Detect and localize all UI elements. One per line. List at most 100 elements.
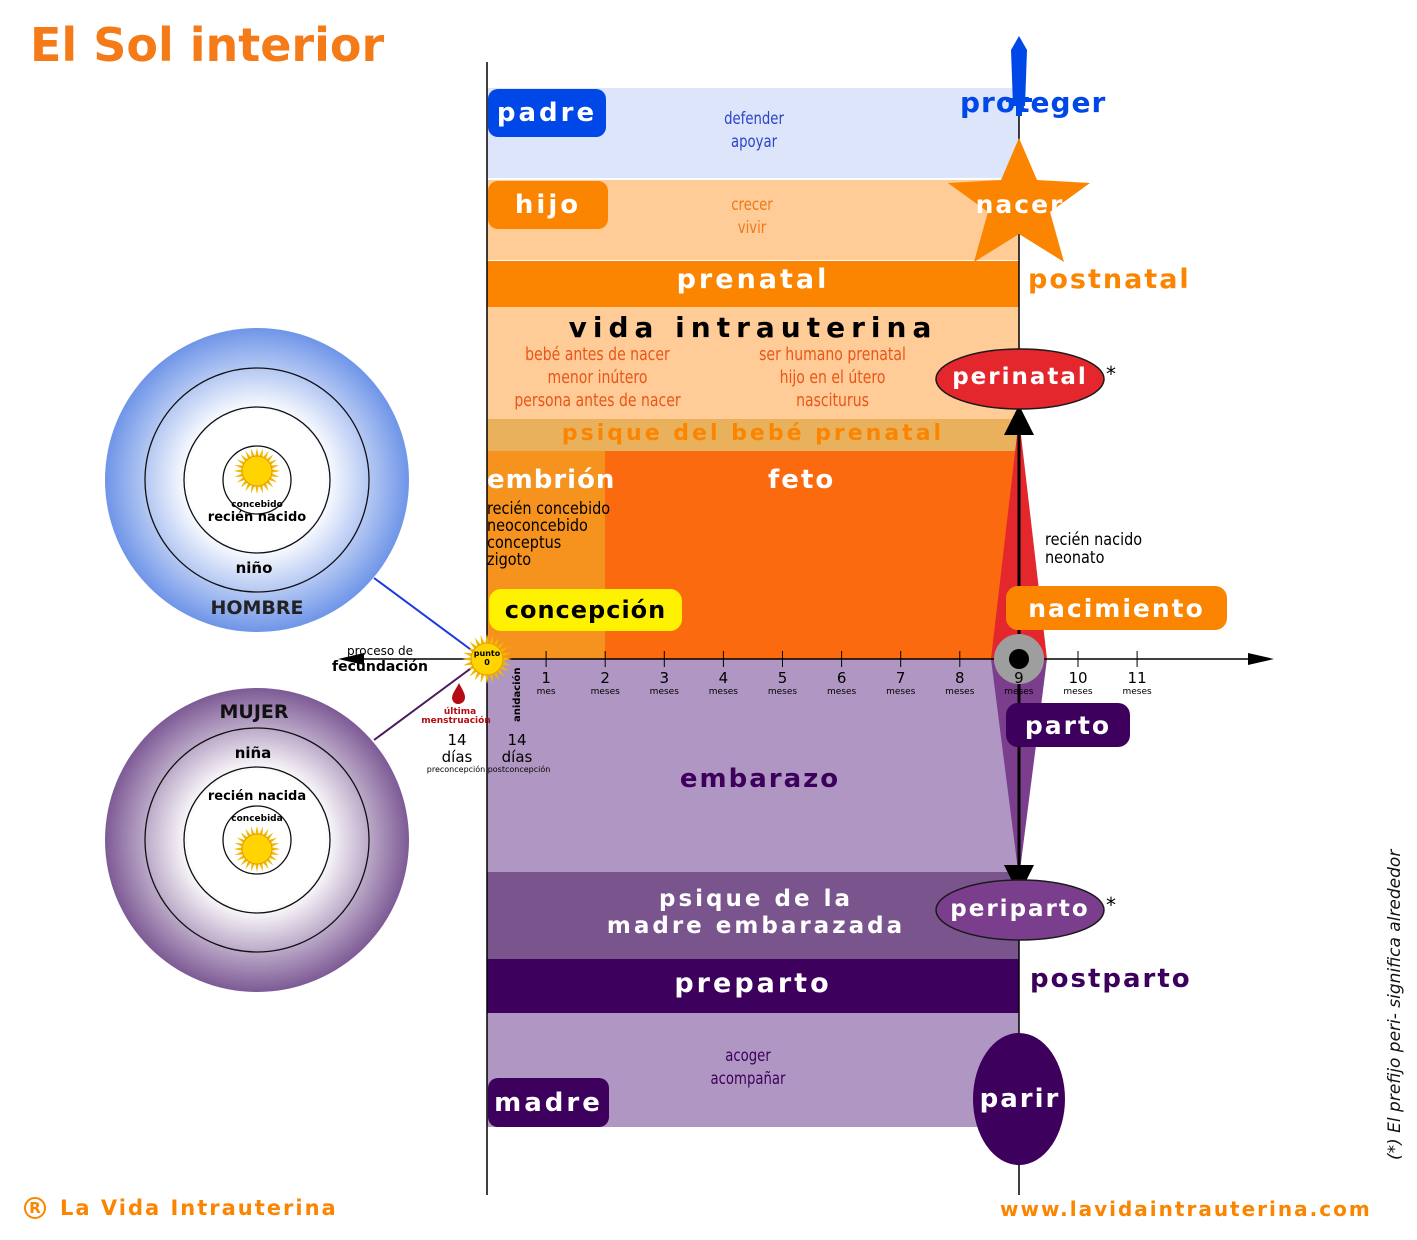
sun-core [241, 833, 273, 865]
month-unit: meses [591, 687, 621, 697]
month-unit: meses [886, 687, 916, 697]
sun-core [470, 642, 504, 676]
month-unit: meses [1122, 687, 1152, 697]
mother-verb-1: acoger [725, 1046, 771, 1066]
vida-right-terms: ser humano prenatal hijo en el útero nas… [715, 343, 950, 412]
mujer-circle [105, 688, 409, 992]
nacimiento-pill: nacimiento [1006, 586, 1227, 630]
sun-ray [233, 469, 243, 473]
sword-icon [1006, 36, 1032, 116]
blood-drop-icon [452, 683, 466, 704]
hombre-concebido-label: concebido [231, 500, 283, 510]
sun-ray [270, 850, 280, 856]
axis-arrow-right [1248, 653, 1274, 665]
month-unit: meses [768, 687, 798, 697]
month-number: 4 [719, 669, 729, 687]
sun-ray [255, 863, 259, 873]
psique-bebe-label: psique del bebé prenatal [561, 421, 945, 446]
sun-ray [234, 464, 244, 470]
madre-label: madre [494, 1087, 603, 1118]
month-number: 6 [837, 669, 847, 687]
birth-marker-dot [1009, 649, 1029, 669]
son-verb-2: vivir [737, 218, 767, 238]
sun-ray [258, 862, 264, 872]
embrion-term-2: neoconcebido [487, 516, 588, 536]
sun-ray [234, 842, 244, 848]
axis-arrow-left [338, 653, 364, 665]
hombre-label: HOMBRE [210, 597, 303, 619]
origin-sun-icon [462, 634, 512, 684]
sun-ray [270, 472, 280, 478]
periparto-label: periparto [950, 896, 1090, 922]
prenatal-band [487, 261, 1019, 307]
side-note: (*) El prefijo peri- significa alrededor [1385, 849, 1405, 1160]
concepcion-label: concepción [504, 596, 667, 624]
dias-right-unit: días [502, 748, 533, 766]
sun-ray [255, 485, 259, 495]
mujer-connector [373, 668, 471, 741]
star-icon [948, 138, 1090, 262]
vida-right-2: hijo en el útero [779, 367, 886, 388]
neonato-1: recién nacido [1045, 530, 1143, 550]
menstruacion-label: menstruación [421, 715, 490, 726]
vida-title: vida intrauterina [568, 311, 938, 344]
father-verb-2: apoyar [730, 132, 778, 152]
sun-ray [463, 660, 473, 666]
vida-right-3: nasciturus [796, 390, 869, 411]
month-unit: meses [827, 687, 857, 697]
fecundacion-label: fecundación [332, 659, 428, 675]
parir-label: parir [979, 1084, 1061, 1114]
sun-ray [233, 847, 243, 851]
footer-url[interactable]: www.lavidaintrauterina.com [1000, 1197, 1372, 1221]
psique-madre-line-1: psique de la [659, 886, 853, 912]
proteger-label: proteger [960, 86, 1107, 119]
dias-left-sub: preconcepción [427, 764, 485, 774]
month-unit: meses [1063, 687, 1093, 697]
sun-ray [258, 484, 264, 494]
sun-ray [501, 652, 511, 658]
month-unit: meses [650, 687, 680, 697]
proceso-label: proceso de [347, 644, 413, 658]
month-number: 11 [1128, 669, 1147, 687]
month-unit: mes [537, 687, 556, 697]
madre-pill: madre [488, 1078, 609, 1127]
sun-ray [258, 826, 264, 836]
vida-band [487, 307, 1019, 419]
perinatal-ellipse [935, 348, 1105, 410]
sun-ray [488, 635, 494, 645]
vida-right-1: ser humano prenatal [759, 344, 906, 365]
concepcion-pill: concepción [489, 589, 682, 631]
nacer-label: nacer [975, 190, 1065, 219]
postparto-label: postparto [1030, 964, 1192, 994]
parir-ellipse [973, 1033, 1065, 1165]
sun-ray [271, 469, 281, 473]
month-number: 9 [1014, 669, 1024, 687]
vida-left-1: bebé antes de nacer [525, 344, 670, 365]
vida-left-2: menor inútero [547, 367, 648, 388]
sun-ray [250, 484, 256, 494]
page-title: El Sol interior [30, 18, 385, 72]
sun-ray [462, 657, 472, 661]
mujer-concebida-label: concebida [231, 814, 282, 824]
sun-ray [250, 862, 256, 872]
parto-pill: parto [1006, 703, 1130, 747]
postnatal-label: postnatal [1028, 264, 1191, 295]
mujer-nina-label: niña [235, 744, 272, 762]
embarazo-label: embarazo [679, 764, 841, 794]
psique-bebe-band [487, 419, 1019, 451]
sun-ray [463, 652, 473, 658]
sun-ray [250, 448, 256, 458]
sun-ray [485, 634, 489, 644]
padre-label: padre [496, 98, 598, 128]
cero-label: 0 [484, 658, 490, 667]
sun-ray [488, 673, 494, 683]
sun-ray [485, 674, 489, 684]
sun-ray [271, 847, 281, 851]
hombre-nino-label: niño [236, 559, 273, 577]
neonato-2: neonato [1045, 548, 1105, 568]
footer-brand: R La Vida Intrauterina [24, 1196, 338, 1220]
anidacion-label: anidación [511, 667, 523, 722]
sun-ray [501, 660, 511, 666]
sun-ray [234, 472, 244, 478]
feto-label: feto [768, 465, 836, 495]
